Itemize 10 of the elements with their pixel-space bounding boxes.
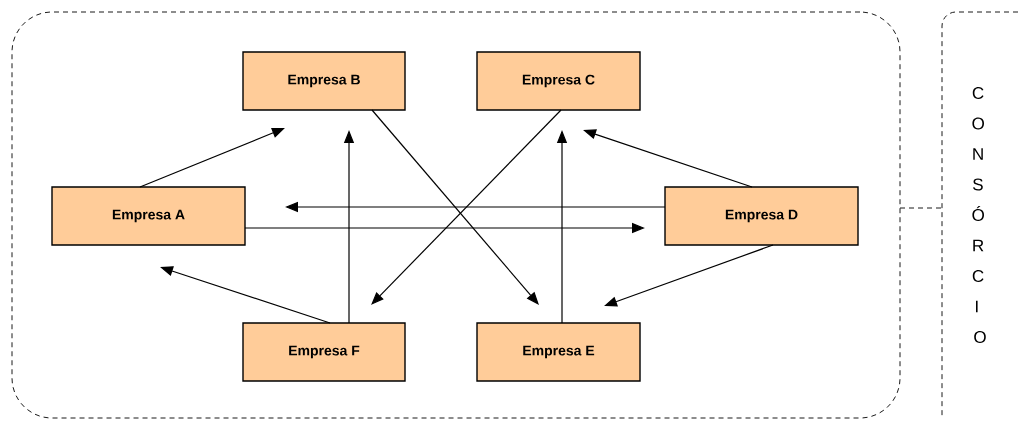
company-box: Empresa A (51, 186, 246, 246)
arrow (139, 128, 285, 188)
company-box: Empresa F (242, 322, 406, 382)
company-box: Empresa B (242, 51, 406, 111)
group-frame (11, 11, 901, 419)
label-panel: CONSÓRCIO (941, 11, 1018, 419)
connector-line (899, 207, 943, 209)
company-box: Empresa C (476, 51, 641, 111)
company-box: Empresa E (476, 322, 641, 382)
company-box: Empresa D (664, 186, 859, 246)
